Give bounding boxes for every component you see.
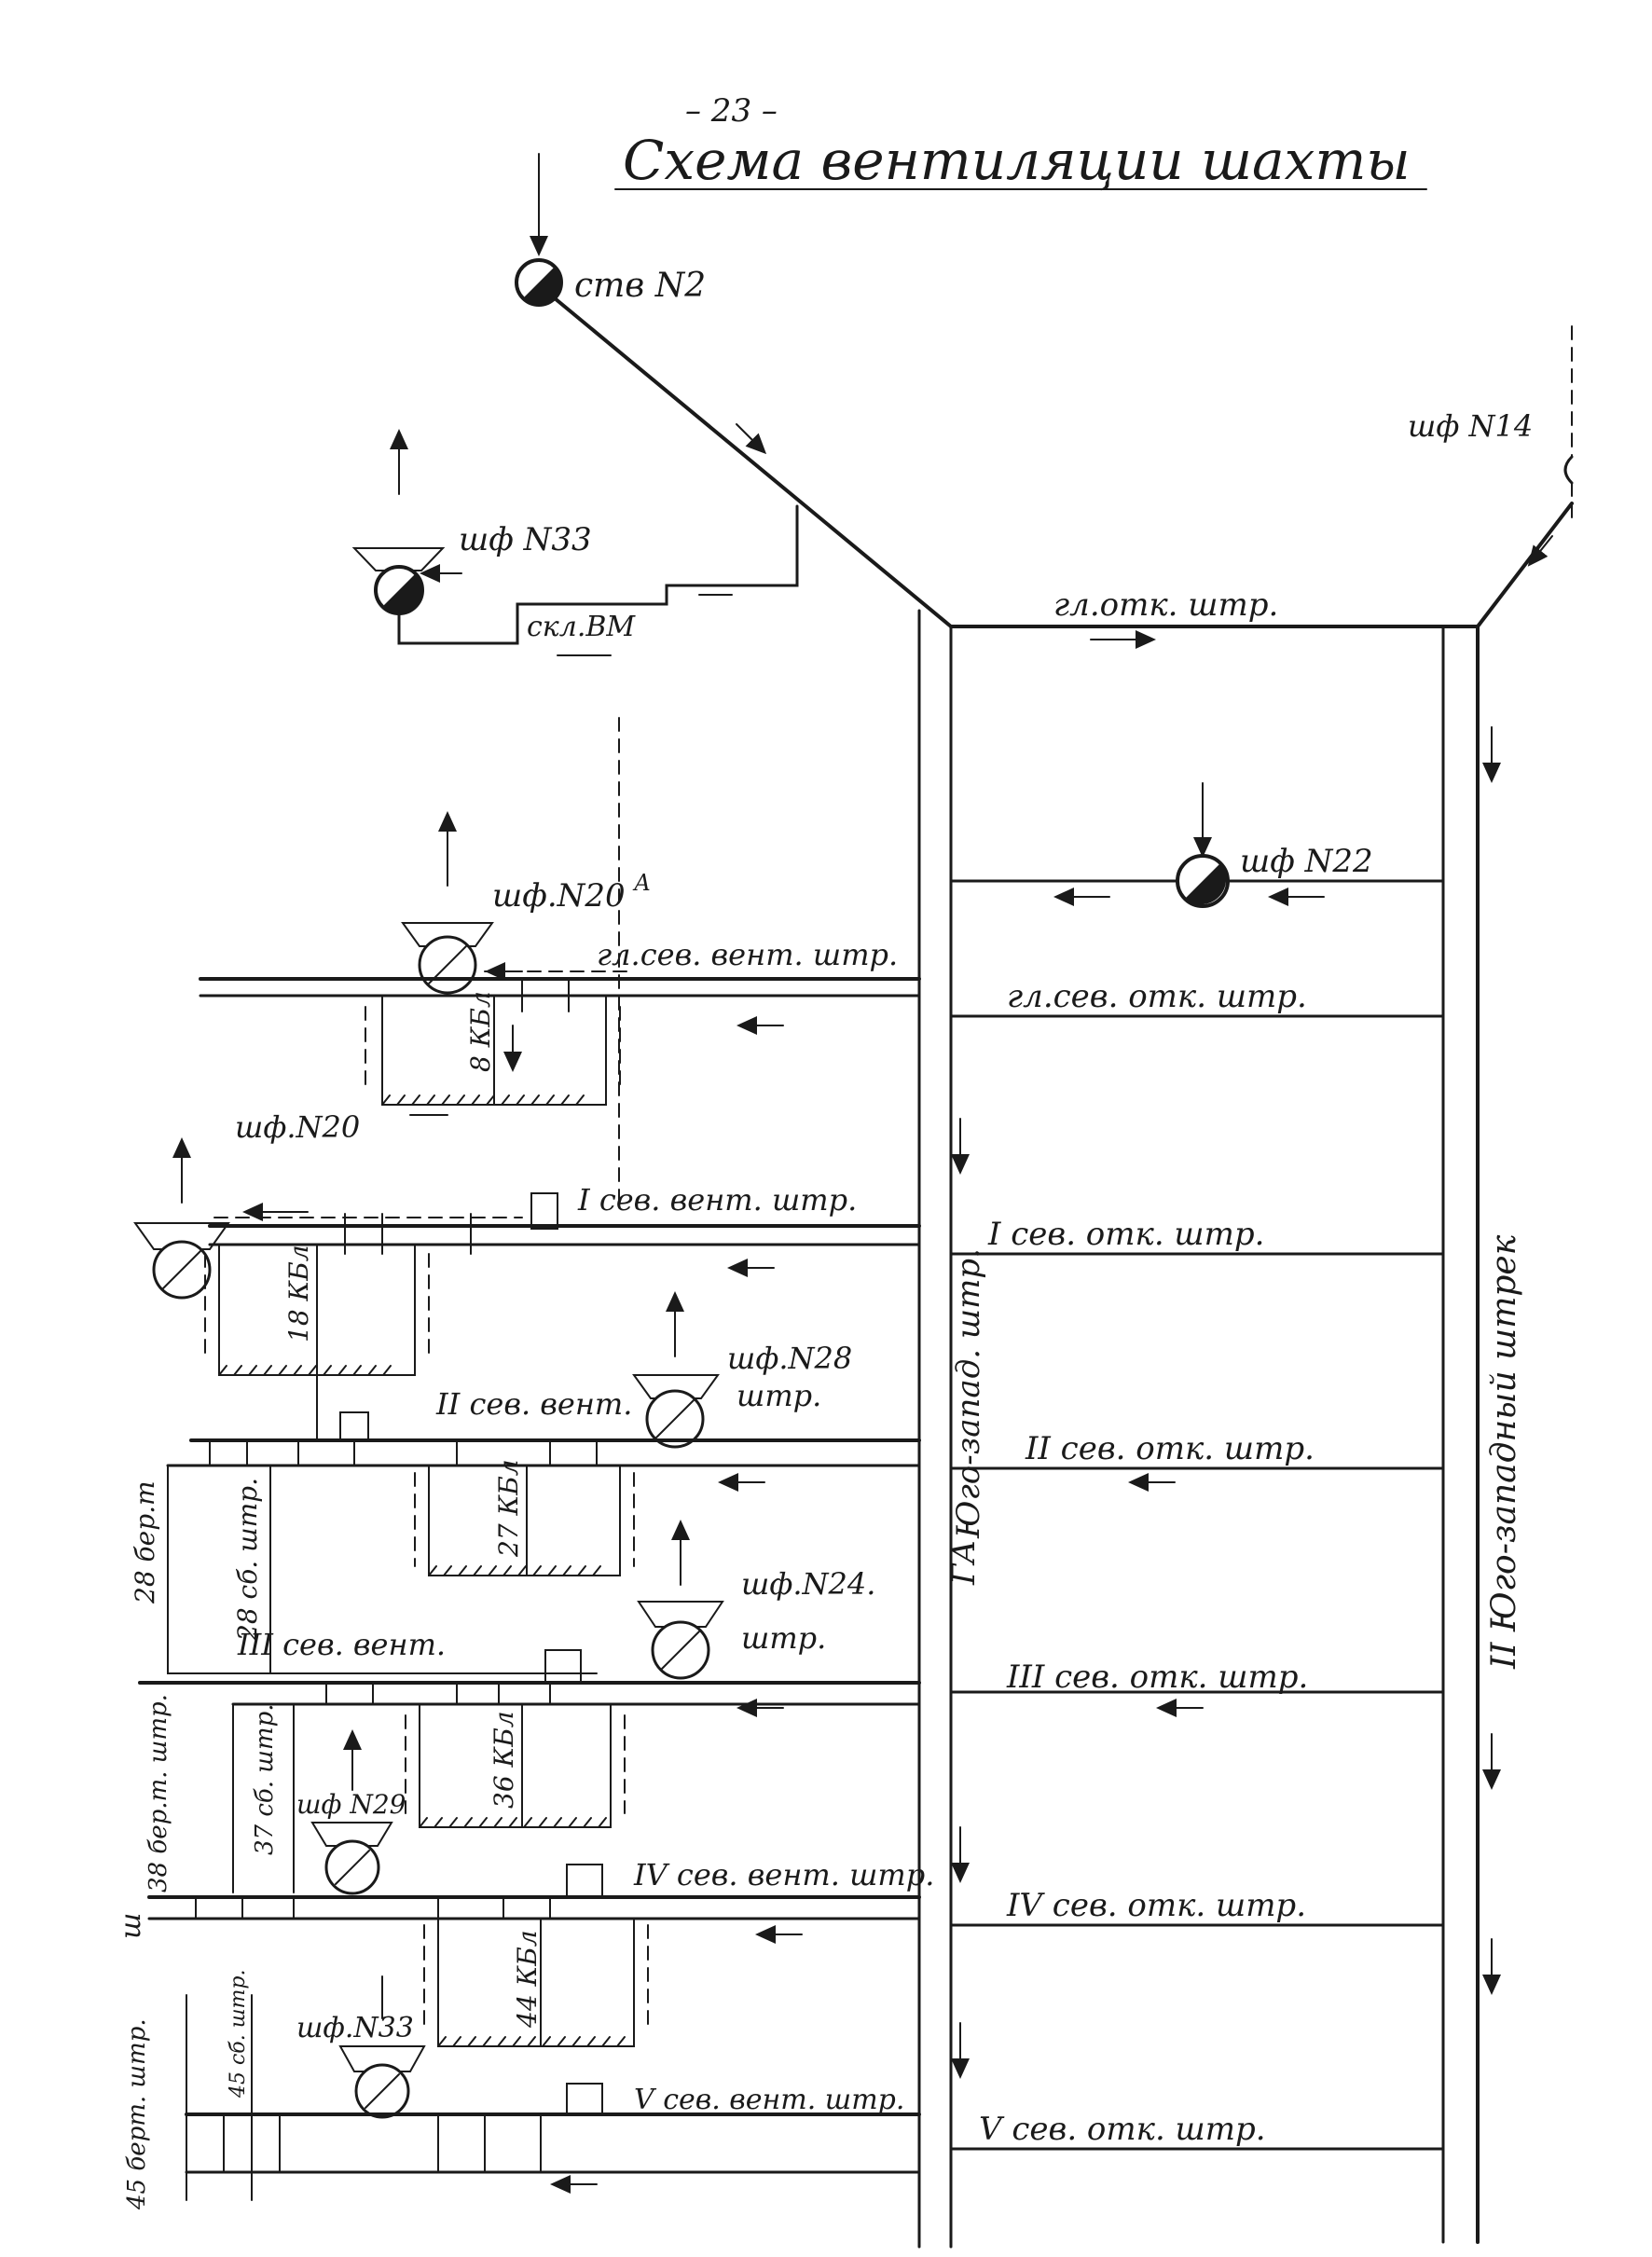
label-shf33-bot: шф.N33 (296, 2012, 414, 2044)
fan-diffuser (133, 1222, 230, 1250)
label-iii-sev-otk: III сев. отк. штр. (1006, 1658, 1308, 1696)
label-v-sev-otk: V сев. отк. штр. (979, 2111, 1266, 2148)
label-28-bert: 28 бер.т (130, 1480, 160, 1604)
panel-36 (419, 1703, 612, 1828)
label-i-sev-otk: I сев. отк. штр. (987, 1216, 1264, 1253)
fan-diffuser (338, 2045, 426, 2072)
fan-diffuser (637, 1601, 724, 1628)
label-ii-yugo-zapad: II Юго-западный штрек (1485, 1234, 1523, 1670)
label-28-sb: 28 сб. штр. (232, 1478, 263, 1642)
flow-arrow (736, 423, 767, 455)
label-shf28-sub: штр. (737, 1378, 821, 1413)
label-37-sb: 37 сб. штр. (251, 1704, 279, 1856)
label-ga: ГА (945, 1540, 983, 1586)
shaft-bend-shf14 (1563, 455, 1574, 485)
panel-8-face (381, 1094, 585, 1106)
label-gl-sev-otk: гл.сев. отк. штр. (1007, 978, 1307, 1015)
fan-diffuser (351, 547, 446, 571)
label-ii-sev-otk: II сев. отк. штр. (1025, 1430, 1315, 1467)
flow-arrow (1527, 535, 1553, 567)
label-i-sev-vent: I сев. вент. штр. (577, 1182, 857, 1218)
doors-i (344, 1213, 472, 1255)
label-yugo-zapad: Юго-запад. штр. (950, 1248, 987, 1539)
label-panel-36: 36 КБл (489, 1711, 519, 1809)
label-iv-sev-otk: IV сев. отк. штр. (1006, 1887, 1306, 1924)
fan-icon-shf22 (1176, 854, 1230, 908)
panel-44-face (437, 2036, 626, 2047)
label-shf20a-sup: А (632, 870, 651, 896)
label-panel-8: 8 КБл (465, 991, 496, 1072)
label-iii-sev-vent: III сев. вент. (237, 1627, 446, 1662)
label-shf28: шф.N28 (727, 1341, 852, 1376)
regulator (339, 1411, 369, 1441)
label-stv2: ств N2 (574, 267, 706, 305)
panel-18-face (218, 1365, 392, 1376)
regulator (544, 1649, 582, 1684)
doors-iii (325, 1682, 551, 1705)
fan-diffuser (310, 1822, 393, 1847)
doors-gl (502, 978, 588, 1012)
fan-blade (365, 2073, 400, 2109)
regulator (566, 2083, 603, 2115)
label-shf20a: шф.N20 (492, 877, 626, 915)
panel-27 (428, 1465, 621, 1576)
fan-icon-shf33-top (374, 565, 424, 615)
label-shf24-sub: штр. (741, 1620, 826, 1656)
panel-36-face (419, 1817, 607, 1828)
label-gl-otk: гл.отк. штр. (1053, 586, 1278, 624)
label-v-sev-vent: V сев. вент. штр. (634, 2084, 904, 2116)
label-45-sb: 45 сб. штр. (227, 1970, 250, 2099)
drift-skl-vm (397, 504, 799, 645)
label-38-bert: 38 бер.т. штр. (145, 1694, 172, 1892)
fan-diffuser (632, 1374, 720, 1399)
label-sh: ш (115, 1913, 147, 1939)
scheme-title: Схема вентиляции шахты (623, 129, 1411, 192)
fan-blade (655, 1399, 695, 1438)
fan-blade (162, 1250, 201, 1289)
regulator (566, 1864, 603, 1898)
label-panel-18: 18 КБл (283, 1245, 314, 1342)
inclined-drift-main (553, 296, 953, 628)
label-shf24: шф.N24. (741, 1566, 875, 1602)
label-ii-sev-vent: II сев. вент. (435, 1386, 632, 1422)
page-number: – 23 – (685, 92, 778, 130)
label-shf33-top: шф N33 (459, 521, 592, 558)
label-panel-44: 44 КБл (512, 1930, 543, 2029)
label-shf29: шф N29 (296, 1789, 406, 1820)
doors-ii (209, 1439, 598, 1466)
fan-blade (661, 1631, 700, 1670)
panel-44 (437, 1918, 635, 2047)
label-iv-sev-vent: IV сев. вент. штр. (633, 1857, 934, 1892)
label-shf22: шф N22 (1240, 843, 1373, 880)
label-45-bert: 45 берт. штр. (123, 2018, 151, 2210)
inclined-drift-shf14 (1476, 502, 1574, 628)
doors-iv (195, 1896, 551, 1920)
label-gl-sev-vent: гл.сев. вент. штр. (597, 937, 898, 972)
panel-27-face (428, 1565, 601, 1576)
label-skl-vm: скл.ВМ (527, 611, 636, 643)
doors-v (223, 2113, 542, 2173)
regulator (530, 1192, 558, 1230)
fan-blade (335, 1850, 370, 1885)
fan-diffuser (401, 922, 494, 947)
label-panel-27: 27 КБл (493, 1459, 524, 1558)
shaft-icon-stv2 (515, 258, 563, 307)
label-shf14: шф N14 (1408, 408, 1533, 444)
label-shf20: шф.N20 (235, 1109, 360, 1145)
side-drift-28 (167, 1465, 598, 1674)
